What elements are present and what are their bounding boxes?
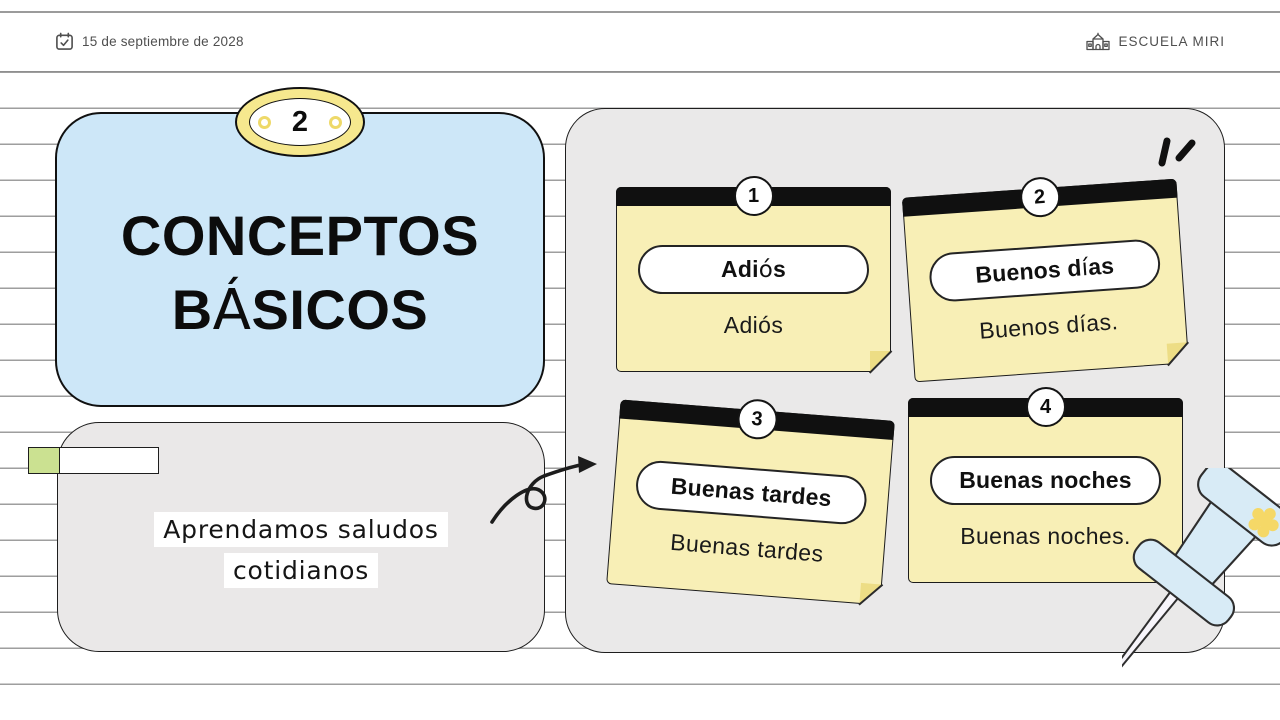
note-term-pill: Buenas tardes — [634, 459, 869, 527]
note-corner-fold — [869, 350, 893, 374]
header-date-group: 15 de septiembre de 2028 — [55, 32, 244, 51]
note-number-badge: 1 — [733, 176, 774, 216]
note-number-badge: 4 — [1025, 387, 1066, 427]
sticky-note-3: 3 Buenas tardes Buenas tardes — [606, 397, 895, 606]
badge-dot-right — [329, 115, 342, 129]
emphasis-marks-doodle — [1158, 137, 1196, 167]
slide-title-line2: BÁSICOS — [171, 278, 429, 343]
note-example-text: Adiós — [723, 312, 784, 338]
note-corner-fold — [1166, 341, 1189, 366]
calendar-check-icon — [56, 32, 73, 50]
header-school-group: ESCUELA MIRI — [1086, 32, 1225, 51]
header-date: 15 de septiembre de 2028 — [82, 34, 244, 49]
slide-number: 2 — [291, 105, 309, 138]
slide-title-line1: CONCEPTOS — [120, 203, 480, 267]
slide-title: CONCEPTOS BÁSICOS — [121, 199, 479, 349]
curly-arrow-doodle — [490, 456, 597, 524]
note-example-text: Buenas tardes — [669, 528, 825, 567]
title-card: CONCEPTOS BÁSICOS — [55, 112, 545, 407]
note-term-pill: Buenas noches — [930, 456, 1161, 505]
pushpin-flower — [1248, 507, 1279, 538]
note-example-text: Buenos días. — [978, 308, 1119, 344]
note-example-text: Buenas noches. — [960, 523, 1131, 549]
header-bar: 15 de septiembre de 2028 ESCUELA MIRI — [0, 12, 1280, 72]
top-rule-line — [0, 11, 1280, 13]
subtitle-line2: cotidianos — [223, 553, 379, 588]
school-icon — [1086, 32, 1111, 51]
subtitle-line1: Aprendamos saludos — [154, 512, 448, 547]
tab-green-square — [29, 448, 60, 473]
slide-number-badge: 2 — [235, 87, 365, 157]
subtitle-tab — [28, 447, 159, 474]
school-name: ESCUELA MIRI — [1118, 34, 1225, 49]
badge-dot-left — [258, 115, 271, 129]
note-corner-fold — [858, 582, 884, 606]
pushpin-illustration — [1122, 468, 1280, 679]
